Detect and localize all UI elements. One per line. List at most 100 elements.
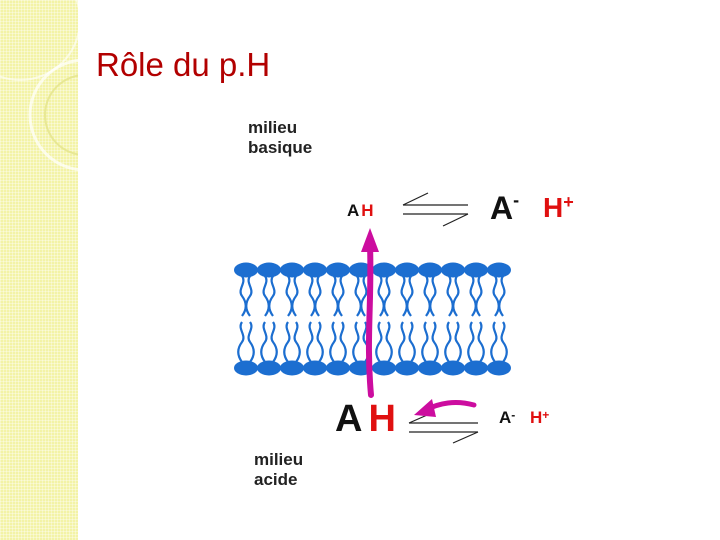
lower-lipid-head-1 bbox=[257, 360, 281, 376]
lower-lipid-tail-b-6 bbox=[385, 321, 393, 363]
upper-lipid-tail-b-11 bbox=[498, 275, 506, 317]
lower-lipid-tail-b-11 bbox=[500, 321, 508, 363]
upper-lipid-tail-a-11 bbox=[492, 275, 500, 317]
upper-lipid-head-7 bbox=[395, 262, 419, 278]
upper-lipid-head-2 bbox=[280, 262, 304, 278]
upper-lipid-tail-b-3 bbox=[314, 275, 322, 317]
upper-lipid-tail-a-5 bbox=[354, 275, 362, 317]
lower-lipid-tail-a-11 bbox=[490, 321, 498, 363]
lower-lipid-head-6 bbox=[372, 360, 396, 376]
lower-lipid-tail-a-1 bbox=[260, 321, 268, 363]
slide-title: Rôle du p.H bbox=[96, 46, 271, 83]
upper-lipid-tail-b-9 bbox=[452, 275, 460, 317]
decorative-side-band bbox=[0, 0, 78, 540]
upper-lipid-tail-a-0 bbox=[239, 275, 247, 317]
lower-lipid-tail-a-4 bbox=[329, 321, 337, 363]
upper-lipid-tail-b-5 bbox=[360, 275, 368, 317]
lower-lipid-tail-a-0 bbox=[237, 321, 245, 363]
bottom-equilibrium-arrows bbox=[408, 411, 479, 444]
upper-lipid-tail-b-6 bbox=[383, 275, 391, 317]
upper-lipid-tail-b-1 bbox=[268, 275, 276, 317]
upper-lipid-head-6 bbox=[372, 262, 396, 278]
upper-lipid-head-11 bbox=[487, 262, 511, 278]
upper-lipid-tail-a-10 bbox=[469, 275, 477, 317]
association-arrowhead bbox=[414, 399, 436, 417]
upper-lipid-head-3 bbox=[303, 262, 327, 278]
lower-lipid-head-9 bbox=[441, 360, 465, 376]
top-medium-line1: milieu bbox=[248, 118, 298, 137]
lower-lipid-head-0 bbox=[234, 360, 258, 376]
decorative-swirl bbox=[0, 0, 78, 172]
lower-lipid-tail-b-10 bbox=[477, 321, 485, 363]
top-acid-h: H bbox=[361, 201, 374, 220]
lower-lipid-tail-a-9 bbox=[444, 321, 452, 363]
top-anion: A- bbox=[490, 190, 519, 227]
upper-lipid-tail-b-0 bbox=[245, 275, 253, 317]
lower-lipid-head-11 bbox=[487, 360, 511, 376]
upper-lipid-tail-b-7 bbox=[406, 275, 414, 317]
top-forward-arrowhead bbox=[402, 192, 429, 206]
association-arrow bbox=[414, 399, 477, 417]
lower-lipid-head-7 bbox=[395, 360, 419, 376]
transport-arrow-shaft bbox=[365, 242, 374, 398]
upper-lipid-tail-b-10 bbox=[475, 275, 483, 317]
lower-lipid-head-10 bbox=[464, 360, 488, 376]
lower-lipid-tail-a-3 bbox=[306, 321, 314, 363]
upper-lipid-head-10 bbox=[464, 262, 488, 278]
top-medium-label: milieu basique bbox=[248, 118, 312, 158]
bottom-proton-charge: + bbox=[542, 408, 550, 422]
top-medium-line2: basique bbox=[248, 138, 313, 157]
top-acid-a: A bbox=[347, 201, 360, 220]
upper-lipid-tail-a-8 bbox=[423, 275, 431, 317]
lower-lipid-head-4 bbox=[326, 360, 350, 376]
lower-lipid-tail-b-2 bbox=[293, 321, 301, 363]
upper-lipid-head-8 bbox=[418, 262, 442, 278]
lipid-bilayer bbox=[234, 262, 511, 376]
upper-lipid-head-1 bbox=[257, 262, 281, 278]
bottom-medium-line2: acide bbox=[254, 470, 298, 489]
lower-lipid-head-2 bbox=[280, 360, 304, 376]
lower-lipid-tail-b-1 bbox=[270, 321, 278, 363]
transport-arrowhead bbox=[361, 228, 379, 252]
bottom-anion-a: A bbox=[499, 408, 512, 427]
top-anion-charge: - bbox=[513, 190, 520, 210]
upper-lipid-tail-b-4 bbox=[337, 275, 345, 317]
upper-lipid-tail-b-8 bbox=[429, 275, 437, 317]
lower-lipid-tail-a-10 bbox=[467, 321, 475, 363]
bottom-anion-charge: - bbox=[511, 408, 516, 422]
lower-lipid-tail-b-9 bbox=[454, 321, 462, 363]
upper-lipid-head-0 bbox=[234, 262, 258, 278]
lower-lipid-tail-a-2 bbox=[283, 321, 291, 363]
lower-lipid-tail-a-7 bbox=[398, 321, 406, 363]
top-proton-h: H bbox=[543, 192, 564, 223]
lower-lipid-head-8 bbox=[418, 360, 442, 376]
upper-lipid-tail-a-4 bbox=[331, 275, 339, 317]
top-equilibrium-arrows bbox=[402, 192, 469, 227]
upper-lipid-head-9 bbox=[441, 262, 465, 278]
lower-lipid-head-3 bbox=[303, 360, 327, 376]
top-proton-charge: + bbox=[563, 192, 574, 212]
upper-lipid-tail-a-3 bbox=[308, 275, 316, 317]
lower-lipid-tail-b-7 bbox=[408, 321, 416, 363]
upper-lipid-tail-a-7 bbox=[400, 275, 408, 317]
bottom-reverse-arrowhead bbox=[452, 431, 479, 444]
bottom-acid-h: H bbox=[368, 398, 396, 440]
lower-lipid-tail-b-0 bbox=[247, 321, 255, 363]
top-reverse-arrowhead bbox=[442, 213, 469, 227]
bottom-medium-label: milieu acide bbox=[254, 450, 303, 490]
bottom-anion: A- bbox=[499, 408, 515, 428]
upper-lipid-tail-a-6 bbox=[377, 275, 385, 317]
upper-lipid-tail-b-2 bbox=[291, 275, 299, 317]
upper-lipid-tail-a-9 bbox=[446, 275, 454, 317]
lower-lipid-tail-b-4 bbox=[339, 321, 347, 363]
lower-lipid-tail-b-8 bbox=[431, 321, 439, 363]
lower-lipid-tail-a-8 bbox=[421, 321, 429, 363]
upper-lipid-tail-a-2 bbox=[285, 275, 293, 317]
lower-lipid-tail-a-5 bbox=[352, 321, 360, 363]
transport-arrow bbox=[361, 228, 379, 398]
lower-lipid-tail-a-6 bbox=[375, 321, 383, 363]
top-anion-a: A bbox=[490, 190, 514, 226]
